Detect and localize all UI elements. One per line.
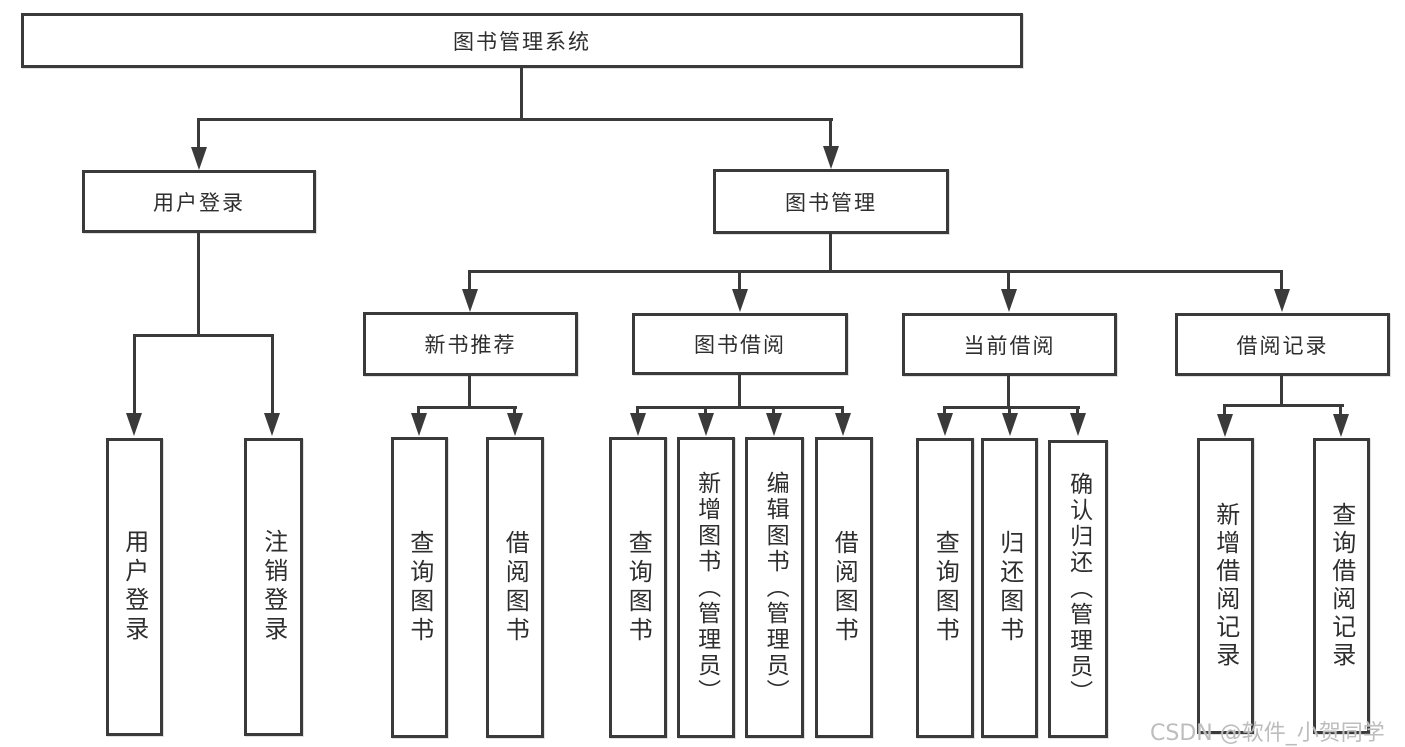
arrowhead-br-add [1217, 414, 1233, 437]
arrowhead-cb-query [937, 413, 953, 436]
leaf-bb-add-books-admin-label: 新增图书（管理员） [693, 470, 720, 705]
connector-newbook-stem [468, 376, 471, 409]
leaf-bb-edit-books-admin: 编辑图书（管理员） [745, 437, 804, 738]
leaf-cb-confirm-return-admin: 确认归还（管理员） [1048, 440, 1108, 738]
leaf-bb-query-books-label: 查询图书 [624, 529, 653, 646]
arrowhead-nb-query [411, 413, 427, 436]
leaf-user-login-label: 用户登录 [120, 529, 149, 645]
arrowhead-br-query [1333, 414, 1349, 437]
leaf-nb-borrow-books-label: 借阅图书 [501, 529, 530, 646]
connector-drop-bb-edit [772, 406, 775, 416]
connector-borrowrecords-rail [1223, 404, 1344, 407]
connector-drop-nb-query [417, 406, 420, 416]
connector-drop-cb-return [1008, 406, 1011, 416]
leaf-cb-return-books: 归还图书 [981, 438, 1038, 738]
connector-drop-current-borrow [1007, 270, 1010, 292]
connector-drop-cb-query [943, 406, 946, 416]
connector-borrowrecords-stem [1280, 376, 1283, 407]
leaf-br-add-record: 新增借阅记录 [1197, 438, 1254, 734]
connector-drop-user-login [197, 118, 200, 150]
leaf-bb-borrow-books-label: 借阅图书 [830, 529, 859, 646]
arrowhead-bb-borrow [835, 413, 851, 436]
arrowhead-book-borrow [732, 289, 748, 312]
leaf-bb-edit-books-admin-label: 编辑图书（管理员） [762, 470, 789, 705]
leaf-nb-query-books-label: 查询图书 [405, 529, 434, 646]
node-book-management: 图书管理 [713, 169, 949, 234]
arrowhead-nb-borrow [507, 413, 523, 436]
connector-drop-new-book [468, 270, 471, 292]
arrowhead-book-mgmt [823, 146, 839, 169]
leaf-bb-borrow-books: 借阅图书 [815, 437, 873, 738]
arrowhead-bb-query [630, 413, 646, 436]
connector-drop-borrow-records [1280, 270, 1283, 292]
connector-bookborrow-stem [738, 375, 741, 409]
arrowhead-cb-return [1002, 413, 1018, 436]
leaf-cb-confirm-return-admin-label: 确认归还（管理员） [1065, 472, 1092, 706]
node-borrow-records: 借阅记录 [1175, 313, 1390, 376]
connector-drop-book-borrow [738, 270, 741, 292]
leaf-nb-borrow-books: 借阅图书 [486, 437, 544, 738]
arrowhead-user-login [191, 147, 207, 170]
node-user-login: 用户登录 [82, 170, 316, 233]
arrowhead-current-borrow [1001, 289, 1017, 312]
leaf-cb-query-books-label: 查询图书 [931, 530, 960, 646]
connector-bookmgmt-stem [829, 234, 832, 273]
node-new-book-recommend: 新书推荐 [363, 312, 578, 376]
connector-root-stem [520, 66, 523, 120]
connector-userlogin-stem [197, 233, 200, 337]
connector-root-rail [197, 118, 833, 121]
connector-drop-bb-borrow [841, 406, 844, 416]
connector-drop-book-mgmt [829, 118, 832, 148]
node-current-borrow: 当前借阅 [902, 313, 1117, 376]
leaf-cb-query-books: 查询图书 [916, 438, 974, 738]
connector-bookmgmt-rail [468, 270, 1283, 273]
arrowhead-borrow-records [1274, 289, 1290, 312]
leaf-user-login: 用户登录 [106, 438, 163, 736]
leaf-logout-label: 注销登录 [259, 529, 288, 645]
arrowhead-login-leaf [126, 413, 142, 436]
connector-drop-nb-borrow [513, 406, 516, 416]
connector-bookborrow-rail [636, 406, 844, 409]
connector-currentborrow-stem [1007, 376, 1010, 409]
connector-newbook-rail [417, 406, 517, 409]
leaf-logout: 注销登录 [244, 438, 303, 736]
leaf-br-query-record-label: 查询借阅记录 [1327, 502, 1356, 670]
csdn-watermark: CSDN @软件_小贺同学 [1150, 721, 1385, 746]
leaf-bb-query-books: 查询图书 [609, 437, 667, 738]
arrowhead-bb-add [698, 413, 714, 436]
connector-drop-br-add [1223, 404, 1226, 416]
connector-userlogin-rail [133, 334, 274, 337]
connector-drop-login-leaf [133, 334, 136, 414]
connector-drop-br-query [1339, 404, 1342, 416]
connector-drop-bb-add [704, 406, 707, 416]
connector-currentborrow-rail [943, 406, 1080, 409]
connector-drop-logout-leaf [271, 334, 274, 414]
leaf-br-query-record: 查询借阅记录 [1313, 438, 1370, 734]
arrowhead-new-book [462, 289, 478, 312]
leaf-br-add-record-label: 新增借阅记录 [1211, 502, 1240, 670]
node-root-library-system: 图书管理系统 [21, 13, 1023, 68]
arrowhead-logout-leaf [264, 413, 280, 436]
connector-drop-cb-confirm [1076, 406, 1079, 416]
arrowhead-cb-confirm [1070, 413, 1086, 436]
connector-drop-bb-query [636, 406, 639, 416]
leaf-cb-return-books-label: 归还图书 [995, 530, 1024, 646]
leaf-nb-query-books: 查询图书 [391, 437, 448, 738]
leaf-bb-add-books-admin: 新增图书（管理员） [677, 437, 735, 738]
node-book-borrow: 图书借阅 [632, 313, 848, 375]
arrowhead-bb-edit [766, 413, 782, 436]
